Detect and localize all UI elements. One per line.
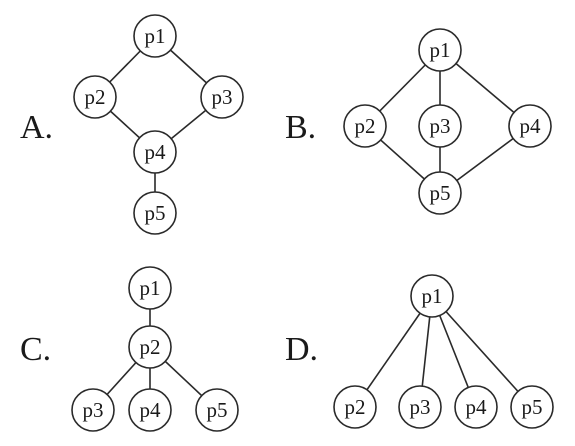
option-a-node-p2	[73, 75, 117, 119]
option-d-node-label-p3: p3	[410, 395, 431, 419]
option-a-node-label-p3: p3	[212, 85, 233, 109]
option-a-node-p4	[133, 130, 177, 174]
option-c-node-p3	[71, 388, 115, 432]
option-a-node-p3	[200, 75, 244, 119]
option-d-edge-p1-p2	[354, 295, 433, 408]
option-b-node-p4	[508, 104, 552, 148]
option-b-node-label-p2: p2	[355, 114, 376, 138]
option-c-node-label-p4: p4	[140, 398, 162, 422]
option-d-node-p1	[410, 274, 454, 318]
option-c-node-p1	[128, 266, 172, 310]
option-c-node-label-p1: p1	[140, 276, 161, 300]
option-a-label: A.	[20, 109, 53, 146]
option-a-node-p1	[133, 14, 177, 58]
option-b-node-p3	[418, 104, 462, 148]
option-d-node-label-p4: p4	[466, 395, 488, 419]
option-b-node-label-p5: p5	[430, 181, 451, 205]
option-d-node-p2	[333, 385, 377, 429]
option-b-node-p2	[343, 104, 387, 148]
option-c-node-label-p2: p2	[140, 335, 161, 359]
option-c-node-p4	[128, 388, 172, 432]
option-d-node-p3	[398, 385, 442, 429]
option-c-node-p5	[195, 388, 239, 432]
option-a-node-label-p4: p4	[145, 140, 167, 164]
option-d-node-label-p1: p1	[422, 284, 443, 308]
option-b-label: B.	[285, 109, 316, 146]
option-d-node-p5	[510, 385, 554, 429]
option-a-node-label-p2: p2	[85, 85, 106, 109]
option-d-edge-p1-p5	[431, 295, 533, 408]
option-b-node-label-p3: p3	[430, 114, 451, 138]
option-b-diagram: p1 p2 p3 p4 p5	[343, 28, 552, 215]
option-c-label: C.	[20, 331, 51, 368]
option-d-node-p4	[454, 385, 498, 429]
option-c-node-p2	[128, 325, 172, 369]
option-a-node-label-p1: p1	[145, 24, 166, 48]
option-c-diagram: p1 p2 p3 p4 p5	[71, 266, 239, 432]
option-d-diagram: p1 p2 p3 p4 p5	[333, 274, 554, 429]
option-b-node-label-p4: p4	[520, 114, 542, 138]
option-b-node-label-p1: p1	[430, 38, 451, 62]
option-d-node-label-p5: p5	[522, 395, 543, 419]
option-a-node-p5	[133, 191, 177, 235]
option-d-node-label-p2: p2	[345, 395, 366, 419]
option-c-node-label-p3: p3	[83, 398, 104, 422]
option-b-node-p1	[418, 28, 462, 72]
option-a-node-label-p5: p5	[145, 201, 166, 225]
option-a-diagram: p1 p2 p3 p4 p5	[73, 14, 244, 235]
option-d-label: D.	[285, 331, 318, 368]
option-b-node-p5	[418, 171, 462, 215]
option-c-node-label-p5: p5	[207, 398, 228, 422]
